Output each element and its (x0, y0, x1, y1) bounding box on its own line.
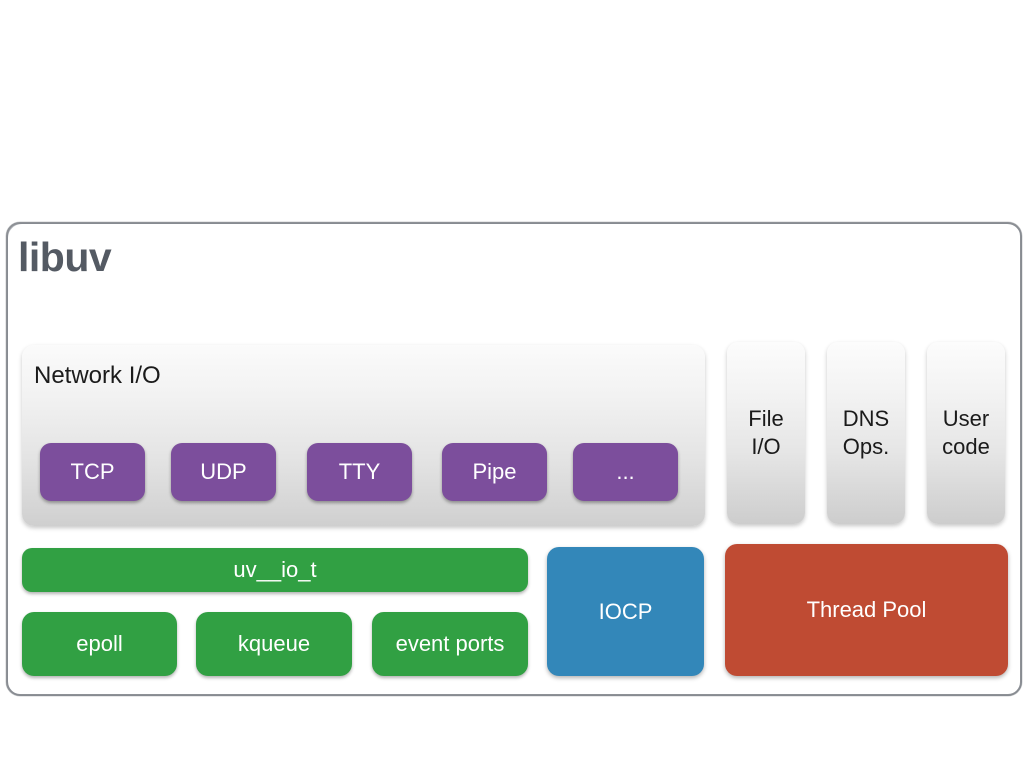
handle-chip-tcp[interactable]: TCP (40, 443, 145, 501)
column-label-wrapper: User code (942, 405, 990, 461)
handle-chip-more[interactable]: ... (573, 443, 678, 501)
column-label-line2: I/O (751, 434, 781, 459)
backend-label: epoll (76, 631, 123, 656)
backend-event-ports[interactable]: event ports (372, 612, 528, 676)
column-dns-ops[interactable]: DNS Ops. (827, 342, 905, 524)
column-label-wrapper: DNS Ops. (843, 405, 889, 461)
backend-thread-pool[interactable]: Thread Pool (725, 544, 1008, 676)
column-label-line1: File (748, 405, 784, 431)
backend-iocp[interactable]: IOCP (547, 547, 704, 676)
backend-label: kqueue (237, 631, 311, 656)
column-label-line2: Ops. (842, 434, 890, 459)
backend-kqueue[interactable]: kqueue (196, 612, 352, 676)
network-io-label: Network I/O (34, 362, 161, 389)
chip-label: ... (616, 459, 635, 484)
column-label-line1: User (942, 405, 990, 431)
thread-pool-label: Thread Pool (806, 597, 927, 622)
page-title: libuv (18, 234, 112, 280)
chip-label: Pipe (472, 459, 517, 484)
backend-epoll[interactable]: epoll (22, 612, 177, 676)
chip-label: TTY (338, 459, 381, 484)
uv-io-t-label: uv__io_t (233, 557, 317, 582)
column-label-line2: code (942, 434, 990, 459)
backend-label: event ports (395, 631, 505, 656)
chip-label: UDP (200, 459, 247, 484)
chip-label: TCP (70, 459, 115, 484)
column-user-code[interactable]: User code (927, 342, 1005, 524)
column-file-io[interactable]: File I/O (727, 342, 805, 524)
handle-chip-udp[interactable]: UDP (171, 443, 276, 501)
handle-chip-pipe[interactable]: Pipe (442, 443, 547, 501)
column-label-wrapper: File I/O (748, 405, 783, 461)
column-label-line1: DNS (842, 405, 890, 431)
iocp-label: IOCP (598, 598, 653, 624)
uv-io-t-bar[interactable]: uv__io_t (22, 548, 528, 592)
handle-chip-tty[interactable]: TTY (307, 443, 412, 501)
